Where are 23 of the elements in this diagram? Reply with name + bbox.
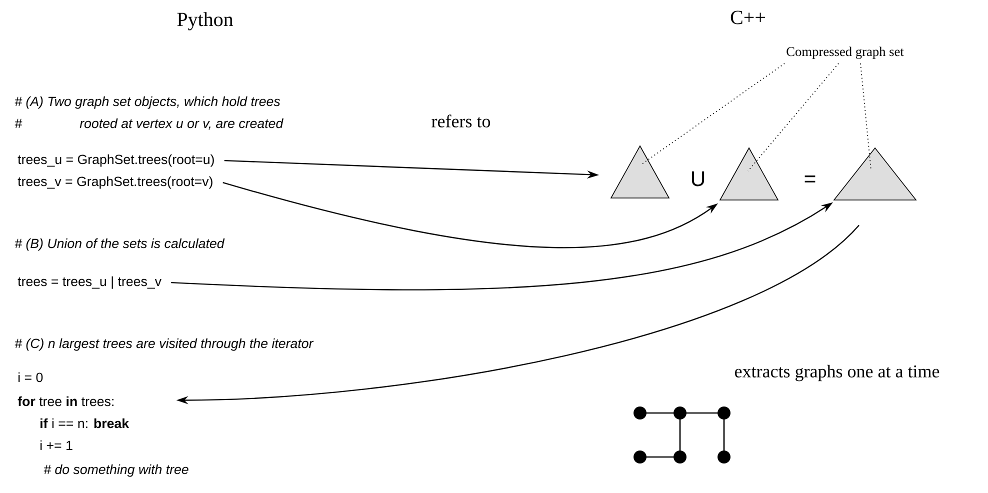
code-comment: # do something with tree	[44, 464, 188, 477]
leader-line	[748, 63, 839, 172]
code-comment: # (A) Two graph set objects, which hold trees	[14, 96, 280, 109]
code-line: Compressed graph set	[786, 46, 904, 59]
code-line: i = 0	[18, 372, 43, 382]
code-line: trees = trees_u | trees_v	[18, 276, 162, 289]
code-line: trees_u = GraphSet.trees(root=u)	[18, 154, 214, 167]
union-symbol: U	[692, 171, 704, 186]
edge-label: refers to	[432, 114, 490, 128]
heading: Python	[177, 12, 234, 30]
code-comment: #	[14, 118, 22, 128]
code-line: for tree in trees:	[18, 396, 114, 406]
code-comment: rooted at vertex u or v, are created	[80, 118, 284, 130]
code-comment: # (C) n largest trees are visited through the iterator	[14, 338, 314, 351]
edge-label: extracts graphs one at a time	[735, 364, 940, 382]
leader-line	[860, 63, 872, 170]
code-line: trees_v = GraphSet.trees(root=v)	[18, 176, 212, 189]
code-line: if i == n: break	[40, 418, 130, 428]
code-comment: # (B) Union of the sets is calculated	[14, 238, 225, 251]
code-line: i += 1	[40, 440, 72, 450]
heading: C++	[730, 10, 765, 24]
leader-line	[642, 63, 785, 164]
equals-sign: =	[804, 176, 816, 182]
